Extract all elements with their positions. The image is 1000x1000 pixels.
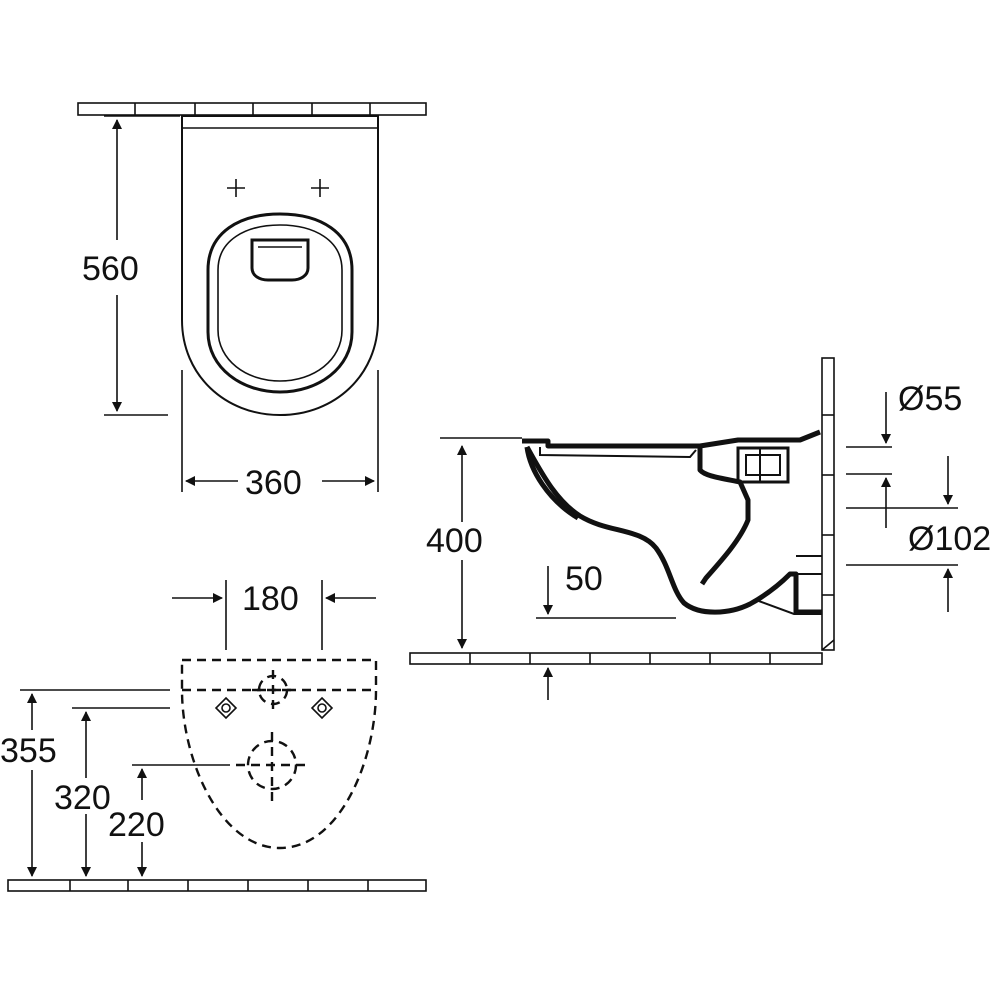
outlet-position-icon <box>236 732 308 804</box>
dimension-diameter-55: Ø55 <box>846 380 962 528</box>
dimension-50: 50 <box>536 560 676 700</box>
outlet-diameter-label: Ø102 <box>908 520 991 558</box>
top-view-depth-label: 560 <box>82 250 139 288</box>
side-wall-strip <box>821 357 835 651</box>
dimension-diameter-102: Ø102 <box>846 456 991 612</box>
inlet-diameter-label: Ø55 <box>898 380 962 418</box>
seat-outline <box>206 212 354 394</box>
side-view-height-label: 400 <box>426 522 483 560</box>
fixing-spacing-label: 180 <box>242 580 299 618</box>
fixing-height-mid-label: 320 <box>54 779 111 817</box>
dimension-220: 220 <box>108 764 230 877</box>
dimension-180: 180 <box>172 580 376 650</box>
top-view-width-label: 360 <box>245 464 302 502</box>
top-view: 560 360 <box>77 102 427 502</box>
flush-opening <box>250 238 310 282</box>
dimension-560: 560 <box>82 115 180 416</box>
side-floor-strip <box>409 639 835 665</box>
fixing-view: 180 355 320 220 <box>0 580 427 892</box>
fixing-height-upper-label: 355 <box>0 732 57 770</box>
fixing-height-lower-label: 220 <box>108 806 165 844</box>
dimension-320: 320 <box>54 707 170 877</box>
fixing-floor-strip <box>7 879 427 892</box>
fixing-point-left-icon <box>214 696 238 720</box>
inlet-position-icon <box>252 670 294 712</box>
dimension-400: 400 <box>426 437 522 649</box>
dimension-360: 360 <box>181 370 379 502</box>
side-view: 400 50 Ø55 Ø102 <box>409 357 991 700</box>
bowl-outline <box>181 115 379 417</box>
side-view-offset-label: 50 <box>565 560 603 598</box>
fixing-cross-left-icon <box>227 179 245 197</box>
fixing-point-right-icon <box>310 696 334 720</box>
dimension-355: 355 <box>0 689 170 877</box>
flush-connector <box>736 446 790 484</box>
fixing-cross-right-icon <box>311 179 329 197</box>
fixing-outline <box>180 658 378 850</box>
top-wall-strip <box>77 102 427 116</box>
